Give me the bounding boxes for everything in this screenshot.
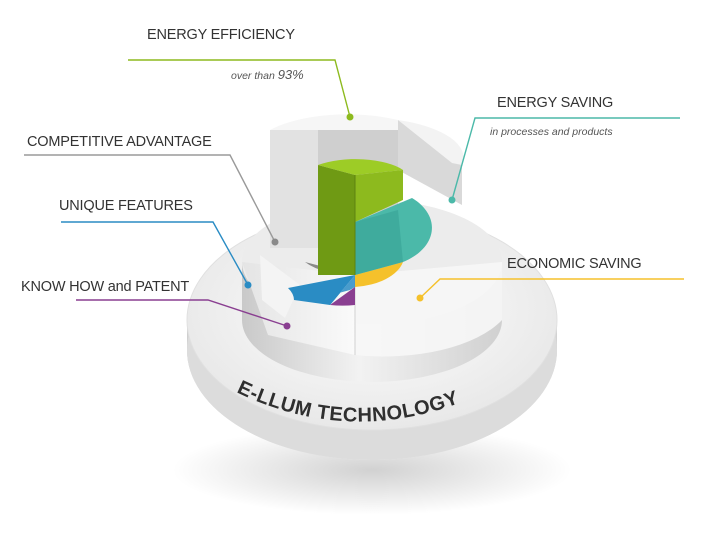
sublabel-energy-efficiency: over than 93% [231, 67, 304, 82]
leader-economic-saving [419, 278, 684, 299]
leader-energy-saving [451, 117, 680, 201]
leader-know-how [76, 299, 288, 327]
label-know-how: KNOW HOW and PATENT [21, 279, 190, 295]
sector-energy-efficiency-front [355, 170, 403, 222]
dot-unique-features [244, 281, 252, 289]
sector-unique-features [288, 275, 355, 305]
dot-competitive-advantage [271, 238, 279, 246]
sector-know-how [330, 275, 355, 306]
dot-economic-saving [416, 294, 424, 302]
sector-energy-efficiency-side [318, 165, 355, 275]
label-unique-features: UNIQUE FEATURES [59, 198, 193, 214]
leader-lines [24, 59, 684, 327]
label-economic-saving: ECONOMIC SAVING [507, 256, 642, 272]
sector-energy-efficiency-top [318, 159, 403, 175]
sublabel-energy-efficiency-value: 93% [277, 67, 304, 82]
inner-pie [288, 159, 432, 306]
leader-energy-efficiency [128, 59, 351, 118]
sublabel-energy-saving: in processes and products [490, 126, 613, 138]
leader-unique-features [61, 221, 249, 286]
dot-energy-efficiency [346, 113, 354, 121]
sector-economic-saving [355, 262, 403, 287]
dot-know-how [283, 322, 291, 330]
label-energy-saving: ENERGY SAVING [497, 95, 614, 111]
label-energy-efficiency: ENERGY EFFICIENCY [147, 27, 295, 43]
sublabel-energy-efficiency-text: over than [231, 70, 275, 82]
leader-competitive-advantage [24, 154, 276, 243]
leader-dots [244, 113, 456, 330]
label-competitive-advantage: COMPETITIVE ADVANTAGE [27, 134, 212, 150]
dot-energy-saving [448, 196, 456, 204]
ground-shadow [172, 425, 572, 515]
